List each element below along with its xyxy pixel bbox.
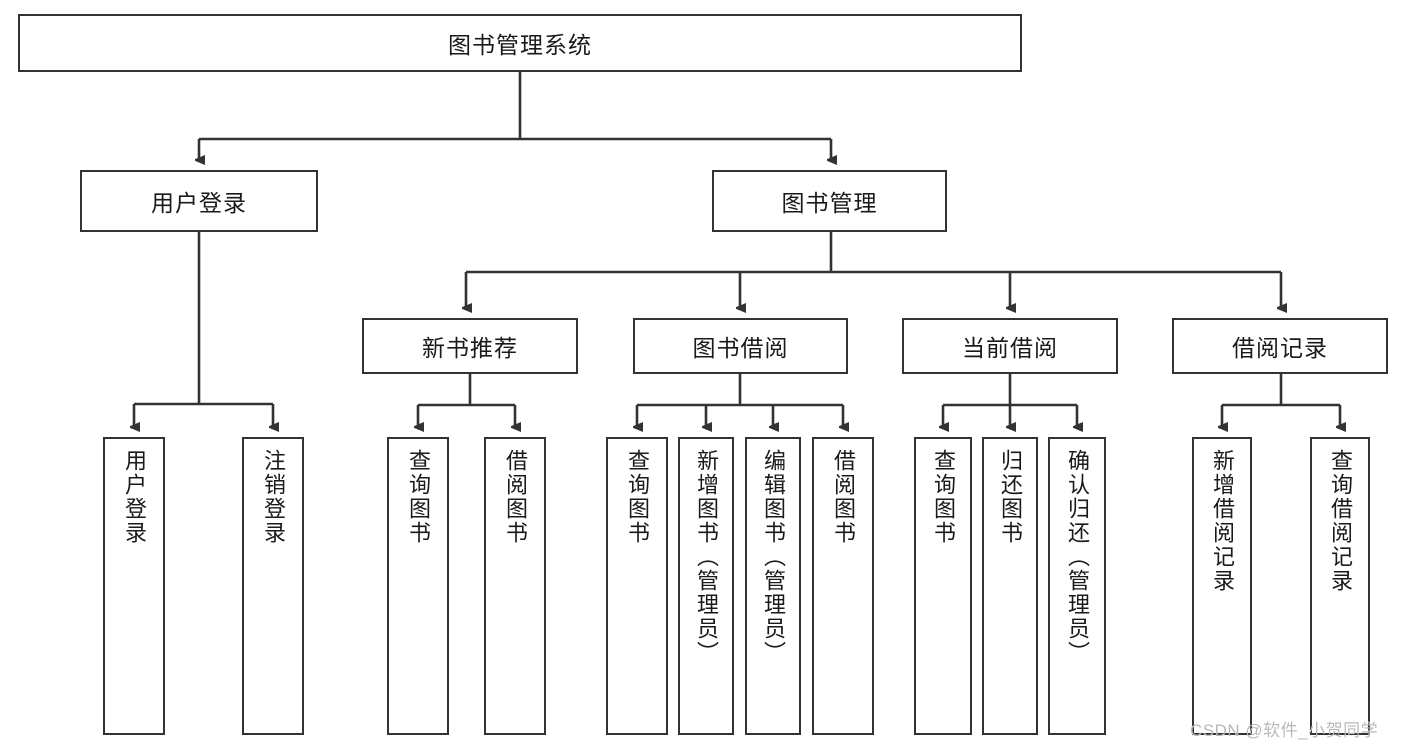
leaf-edit-book-admin-label: 编辑图书（管理员）	[760, 449, 786, 665]
node-new-book-recommend-label: 新书推荐	[422, 335, 518, 361]
leaf-add-book-admin-label: 新增图书（管理员）	[693, 449, 719, 665]
leaf-user-login[interactable]: 用户登录	[103, 437, 165, 735]
leaf-query-borrow-record[interactable]: 查询借阅记录	[1310, 437, 1370, 735]
leaf-edit-book-admin[interactable]: 编辑图书（管理员）	[745, 437, 801, 735]
leaf-add-borrow-record-label: 新增借阅记录	[1209, 449, 1235, 593]
leaf-add-book-admin[interactable]: 新增图书（管理员）	[678, 437, 734, 735]
leaf-query-book-newbook[interactable]: 查询图书	[387, 437, 449, 735]
node-current-borrow[interactable]: 当前借阅	[902, 318, 1118, 374]
node-borrow-record-label: 借阅记录	[1232, 335, 1328, 361]
leaf-return-book[interactable]: 归还图书	[982, 437, 1038, 735]
node-borrow-record[interactable]: 借阅记录	[1172, 318, 1388, 374]
leaf-borrow-book-newbook-label: 借阅图书	[502, 449, 528, 545]
leaf-confirm-return-admin[interactable]: 确认归还（管理员）	[1048, 437, 1106, 735]
leaf-query-book-borrow[interactable]: 查询图书	[606, 437, 668, 735]
node-root-label: 图书管理系统	[448, 32, 592, 58]
leaf-borrow-book-newbook[interactable]: 借阅图书	[484, 437, 546, 735]
leaf-user-login-label: 用户登录	[121, 449, 147, 545]
leaf-add-borrow-record[interactable]: 新增借阅记录	[1192, 437, 1252, 735]
node-book-management-label: 图书管理	[781, 190, 878, 216]
leaf-query-book-current[interactable]: 查询图书	[914, 437, 972, 735]
leaf-logout-label: 注销登录	[260, 449, 286, 545]
leaf-logout[interactable]: 注销登录	[242, 437, 304, 735]
leaf-confirm-return-admin-label: 确认归还（管理员）	[1064, 449, 1090, 665]
node-book-borrow[interactable]: 图书借阅	[633, 318, 848, 374]
leaf-query-book-newbook-label: 查询图书	[405, 449, 431, 545]
node-new-book-recommend[interactable]: 新书推荐	[362, 318, 578, 374]
watermark: CSDN @软件_小贺同学	[1190, 721, 1379, 740]
node-book-management[interactable]: 图书管理	[712, 170, 947, 232]
node-book-borrow-label: 图书借阅	[692, 335, 789, 361]
node-user-login[interactable]: 用户登录	[80, 170, 318, 232]
leaf-borrow-book-label: 借阅图书	[830, 449, 856, 545]
node-user-login-label: 用户登录	[151, 190, 247, 216]
node-root[interactable]: 图书管理系统	[18, 14, 1022, 72]
leaf-return-book-label: 归还图书	[997, 449, 1023, 545]
leaf-query-book-borrow-label: 查询图书	[624, 449, 650, 545]
node-current-borrow-label: 当前借阅	[962, 335, 1058, 361]
leaf-query-borrow-record-label: 查询借阅记录	[1327, 449, 1353, 593]
leaf-borrow-book[interactable]: 借阅图书	[812, 437, 874, 735]
leaf-query-book-current-label: 查询图书	[930, 449, 956, 545]
